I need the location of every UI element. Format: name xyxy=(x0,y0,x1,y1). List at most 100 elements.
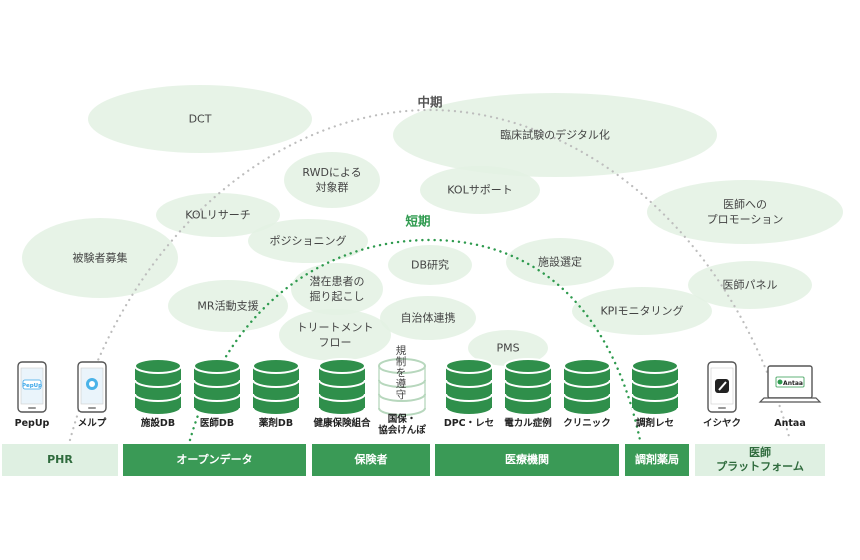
icon-yakuzai_db-database-top xyxy=(252,358,300,374)
category-pharmacy: 調剤薬局 xyxy=(625,444,689,476)
icon-kokuho-database-top xyxy=(378,358,426,374)
icon-ishi_db-database-ring xyxy=(193,379,241,388)
icon-ishiyaku-phone xyxy=(707,361,737,413)
bubble-shape-senzai xyxy=(291,263,383,315)
bubble-shape-panel xyxy=(688,261,812,309)
regulation-compliance-text: 規 制 を 遵 守 xyxy=(395,345,407,401)
bubble-kpi-monitoring: KPIモニタリング xyxy=(600,304,684,318)
icon-kokuho-database-ring xyxy=(378,407,426,416)
icon-clinic-database-top xyxy=(563,358,611,374)
bubble-treatment-flow: トリートメント フロー xyxy=(296,321,374,349)
category-open-data: オープンデータ xyxy=(123,444,306,476)
icon-clinic-database-ring xyxy=(563,407,611,416)
icon-clinic-database-ring xyxy=(563,393,611,402)
icon-denkaru-database xyxy=(504,358,552,416)
label-emr-cases: 電カル症例 xyxy=(504,418,552,429)
icon-shisetsu_db-database-ring xyxy=(134,407,182,416)
label-ishiyaku: イシヤク xyxy=(702,418,742,429)
bubble-municipal-partnership: 自治体連携 xyxy=(400,311,456,325)
bubble-shape-treatment xyxy=(279,309,391,361)
ishiyaku-logo-mark xyxy=(718,381,727,391)
icon-kenpo-database-ring xyxy=(318,407,366,416)
antaa-logo-dot xyxy=(777,379,783,385)
bubble-shape-kpi xyxy=(572,287,712,335)
bubble-rwd-control-group: RWDによる 対象群 xyxy=(302,166,362,194)
icon-shisetsu_db-database xyxy=(134,358,182,416)
label-pepup: PepUp xyxy=(14,418,50,429)
icon-chozai-database-top xyxy=(631,358,679,374)
category-doctor-platform: 医師 プラットフォーム xyxy=(695,444,825,476)
label-drug-db: 薬剤DB xyxy=(258,418,294,429)
icon-dpc-database-top xyxy=(445,358,493,374)
icon-dpc-database xyxy=(445,358,493,416)
bubble-kol-support: KOLサポート xyxy=(447,183,513,197)
bubble-shape-jichitai xyxy=(380,296,476,340)
icon-denkaru-database-ring xyxy=(504,379,552,388)
icon-yakuzai_db-database-ring xyxy=(252,393,300,402)
category-phr: PHR xyxy=(2,444,118,476)
bubble-dct: DCT xyxy=(188,112,212,126)
label-antaa: Antaa xyxy=(774,418,806,429)
pepup-logo-text: PepUp xyxy=(22,383,42,389)
icon-chozai-database xyxy=(631,358,679,416)
icon-kenpo-database-top xyxy=(318,358,366,374)
icon-kenpo-database xyxy=(318,358,366,416)
bubble-facility-selection: 施設選定 xyxy=(538,255,582,269)
icon-ishi_db-database xyxy=(193,358,241,416)
bubble-shape-promotion xyxy=(647,180,843,244)
mid-term-arc xyxy=(68,108,792,442)
antaa-logo-text: Antaa xyxy=(783,380,803,387)
icon-chozai-database-ring xyxy=(631,407,679,416)
icon-ishiyaku-phone-home-button xyxy=(718,407,726,409)
icon-ishi_db-database-top xyxy=(193,358,241,374)
icon-kokuho-database-ring xyxy=(378,393,426,402)
label-facility-db: 施設DB xyxy=(140,418,176,429)
bubble-shape-db_kenkyu xyxy=(388,245,472,285)
label-doctor-db: 医師DB xyxy=(199,418,235,429)
icon-dpc-database-ring xyxy=(445,407,493,416)
icon-ishi_db-database-ring xyxy=(193,407,241,416)
icon-pepup-phone xyxy=(17,361,47,413)
bubble-mr-support: MR活動支援 xyxy=(197,299,259,313)
icon-denkaru-database-ring xyxy=(504,393,552,402)
icon-shisetsu_db-database-ring xyxy=(134,379,182,388)
bubble-shape-mr xyxy=(168,280,288,332)
bubble-pms: PMS xyxy=(496,341,520,355)
bubble-doctor-panel: 医師パネル xyxy=(722,278,778,292)
icon-kenpo-database-ring xyxy=(318,393,366,402)
icon-clinic-database xyxy=(563,358,611,416)
icon-merupu-phone-home-button xyxy=(88,407,96,409)
bubble-shape-shisetsu xyxy=(506,238,614,286)
icon-antaa-laptop xyxy=(758,365,822,403)
icon-shisetsu_db-database-top xyxy=(134,358,182,374)
bubble-shape-hikensha xyxy=(22,218,178,298)
icon-denkaru-database-ring xyxy=(504,407,552,416)
icon-clinic-database-ring xyxy=(563,379,611,388)
bubble-shape-rwd xyxy=(284,152,380,208)
icon-chozai-database-ring xyxy=(631,393,679,402)
bubble-db-research: DB研究 xyxy=(410,258,450,272)
label-dispensing-receipt: 調剤レセ xyxy=(635,418,675,429)
icon-chozai-database-ring xyxy=(631,379,679,388)
bubble-shape-pms xyxy=(468,330,548,366)
icon-yakuzai_db-database xyxy=(252,358,300,416)
bubble-kol-research: KOLリサーチ xyxy=(185,208,251,222)
icon-kenpo-database-ring xyxy=(318,379,366,388)
category-medical-institutions: 医療機関 xyxy=(435,444,619,476)
bubble-shape-kol_research xyxy=(156,193,280,237)
label-health-insurance-union: 健康保険組合 xyxy=(313,418,371,429)
icon-kokuho-database-ring xyxy=(378,379,426,388)
bubble-shape-dct xyxy=(88,85,312,153)
icon-kokuho-database xyxy=(378,358,426,416)
category-insurers: 保険者 xyxy=(312,444,430,476)
icon-dpc-database-ring xyxy=(445,393,493,402)
bubble-positioning: ポジショニング xyxy=(269,234,347,248)
bubble-shape-kol_support xyxy=(420,166,540,214)
icon-antaa-laptop-base xyxy=(758,397,822,403)
icon-denkaru-database-top xyxy=(504,358,552,374)
bubble-shape-positioning xyxy=(248,219,368,263)
icon-ishi_db-database-ring xyxy=(193,393,241,402)
icon-shisetsu_db-database-ring xyxy=(134,393,182,402)
